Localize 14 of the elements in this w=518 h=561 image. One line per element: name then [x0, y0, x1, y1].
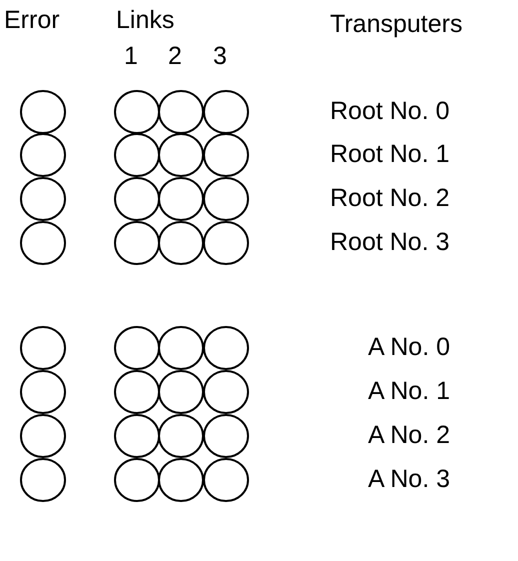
row-label: Root No. 3: [330, 228, 450, 256]
header: Links: [116, 6, 174, 34]
row-label: A No. 2: [368, 421, 450, 449]
column-number: 3: [213, 42, 227, 70]
row-label: A No. 1: [368, 377, 450, 405]
header: Error: [4, 6, 60, 34]
row-label: Root No. 1: [330, 140, 450, 168]
row-label: Root No. 0: [330, 97, 450, 125]
column-number: 2: [168, 42, 182, 70]
row-label: A No. 3: [368, 465, 450, 493]
header: Transputers: [330, 10, 462, 38]
row-label: Root No. 2: [330, 184, 450, 212]
row-label: A No. 0: [368, 333, 450, 361]
column-number: 1: [124, 42, 138, 70]
